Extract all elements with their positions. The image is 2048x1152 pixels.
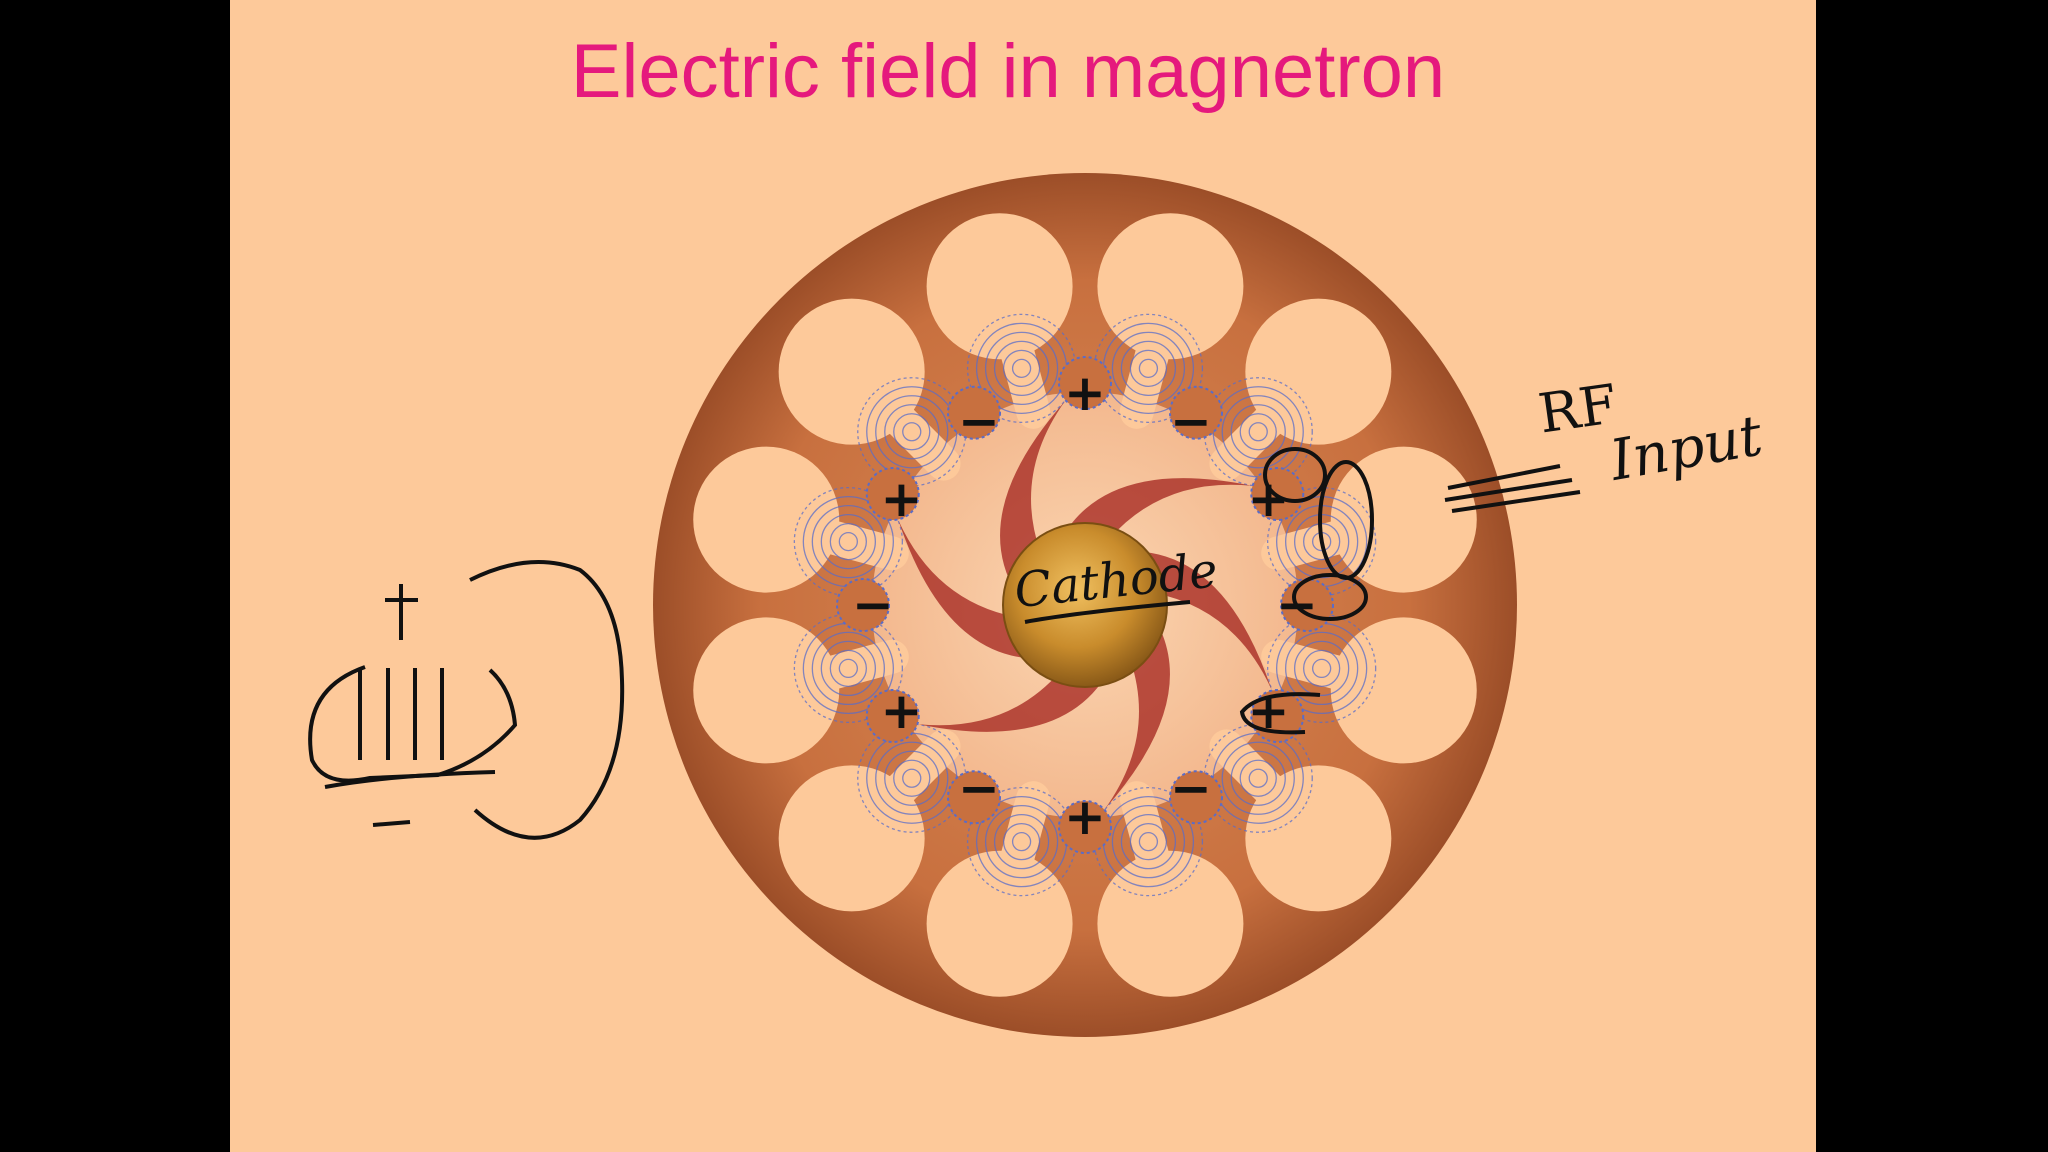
field-line [1129, 349, 1168, 387]
charge-sign: + [1064, 788, 1106, 846]
anode-vane-tip [1169, 770, 1223, 825]
field-line [811, 631, 885, 706]
field-line [829, 522, 867, 561]
field-line [1312, 658, 1332, 679]
field-line [902, 768, 922, 788]
handwritten-circle-plus [1263, 447, 1327, 503]
resonant-cavity [1330, 617, 1477, 764]
slide-title: Electric field in magnetron [570, 29, 1446, 114]
electron-spoke [1060, 478, 1252, 540]
field-line [1294, 640, 1350, 697]
field-line [1011, 832, 1032, 852]
resonant-cavity [693, 617, 840, 764]
field-line [1129, 823, 1168, 861]
field-line [893, 413, 931, 451]
handwritten-circle-plus-lower [1239, 692, 1321, 735]
charge-sign: − [1170, 760, 1212, 818]
resonant-cavity [926, 213, 1073, 360]
rf-input-line-2 [1444, 478, 1573, 502]
field-line [1002, 823, 1041, 861]
field-line [1120, 340, 1177, 396]
field-line [1239, 413, 1277, 451]
anode-vane-tip [1169, 385, 1223, 440]
field-line [984, 805, 1059, 879]
field-line [1221, 741, 1295, 815]
field-line [1138, 832, 1159, 852]
resonant-cavity [1245, 765, 1392, 912]
rf-label: RF [1535, 372, 1621, 445]
anode-vane-tip [865, 689, 920, 743]
anode-vane-tip [865, 467, 920, 521]
field-line [993, 340, 1050, 396]
anode-vane-tip [836, 578, 890, 632]
field-line [884, 404, 940, 460]
charge-sign: − [852, 576, 894, 634]
charge-sign: + [880, 682, 922, 740]
field-line [1111, 331, 1186, 405]
resonant-cavity [778, 765, 925, 912]
field-line [1230, 404, 1286, 460]
charge-sign: − [958, 760, 1000, 818]
field-line [1239, 759, 1277, 797]
field-line [1248, 768, 1268, 788]
field-line [811, 504, 885, 579]
field-line [838, 658, 858, 679]
field-line [1221, 395, 1295, 469]
field-line [838, 531, 858, 552]
charge-sign: − [958, 392, 1000, 450]
fringing-field-lines [793, 313, 1377, 897]
charge-sign: + [1064, 364, 1106, 422]
magnetron-diagram: +−+−+−+−+−+− Cathode RF Input + − [308, 173, 1768, 1037]
charge-sign: + [880, 470, 922, 528]
field-line [820, 640, 876, 697]
field-line [875, 395, 949, 469]
battery-sketch [308, 560, 625, 840]
field-line [1111, 805, 1186, 879]
anode-vane-tip [947, 770, 1001, 825]
field-line [1248, 422, 1268, 442]
resonant-cavity [1097, 213, 1244, 360]
resonant-cavity [693, 446, 840, 593]
electron-spoke [1104, 617, 1170, 810]
field-line [1138, 358, 1159, 378]
field-line [893, 759, 931, 797]
rf-input-line-3 [1451, 490, 1581, 513]
field-line [1285, 631, 1359, 706]
resonant-cavity [1245, 298, 1392, 445]
field-line [993, 814, 1050, 870]
field-line [1011, 358, 1032, 378]
field-line [820, 513, 876, 570]
anode-vane-tip [947, 385, 1001, 440]
field-line [1120, 814, 1177, 870]
anode-vane-tip [1058, 356, 1112, 410]
field-line [902, 422, 922, 442]
resonant-cavity [1330, 446, 1477, 593]
slide: Electric field in magnetron [230, 0, 1816, 1152]
input-label: Input [1605, 403, 1768, 494]
field-line [984, 331, 1059, 405]
rf-input-line-1 [1447, 464, 1561, 490]
field-line [1002, 349, 1041, 387]
electron-spoke [1000, 400, 1066, 593]
field-line [875, 741, 949, 815]
electron-spoke [918, 670, 1110, 732]
handwritten-circle-minus [1292, 573, 1368, 621]
resonant-cavity [1097, 850, 1244, 997]
charge-sign: − [1170, 392, 1212, 450]
field-line [829, 649, 867, 688]
resonant-cavity [926, 850, 1073, 997]
cathode-underline [1024, 600, 1191, 624]
anode-vane-tip [1058, 800, 1112, 854]
field-line [1230, 750, 1286, 806]
resonant-cavity [778, 298, 925, 445]
field-line [884, 750, 940, 806]
field-line [1303, 649, 1341, 688]
